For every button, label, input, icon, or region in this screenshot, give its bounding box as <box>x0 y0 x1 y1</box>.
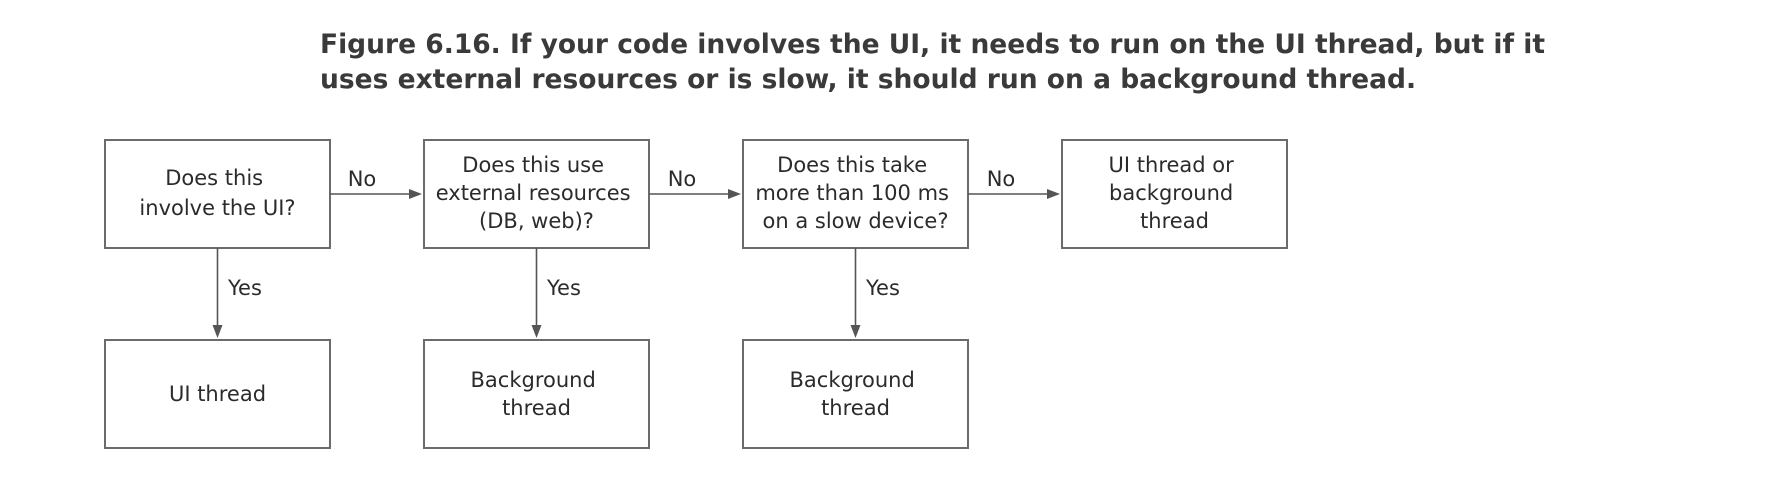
result-box-ui-or-background-line-3: thread <box>1140 209 1209 233</box>
decision-box-external-resources-text: Does this use external resources (DB, we… <box>436 153 638 233</box>
arrow-yes-2-head <box>531 325 542 338</box>
result-box-background-thread-1-text: Background thread <box>471 368 603 420</box>
arrow-no-1: No <box>330 167 422 199</box>
result-box-ui-or-background: UI thread or background thread <box>1061 139 1288 249</box>
arrow-no-1-head <box>409 189 422 199</box>
arrow-yes-1-label: Yes <box>227 276 262 300</box>
decision-box-external-resources-line-1: Does this use <box>462 153 604 177</box>
arrow-yes-2-label: Yes <box>546 276 581 300</box>
result-box-ui-or-background-line-2: background <box>1109 181 1233 205</box>
arrow-no-3: No <box>968 167 1060 199</box>
result-box-background-thread-1: Background thread <box>423 339 650 449</box>
result-box-background-thread-1-line-2: thread <box>502 396 571 420</box>
result-box-background-thread-2-text: Background thread <box>790 368 922 420</box>
result-box-background-thread-2: Background thread <box>742 339 969 449</box>
result-box-ui-thread: UI thread <box>104 339 331 449</box>
arrow-yes-1-head <box>212 325 223 338</box>
arrow-yes-3: Yes <box>850 248 900 338</box>
decision-box-external-resources-line-3: (DB, web)? <box>479 209 594 233</box>
result-box-ui-thread-line-1: UI thread <box>169 382 266 406</box>
arrow-no-3-label: No <box>987 167 1016 191</box>
result-box-background-thread-2-line-2: thread <box>821 396 890 420</box>
arrow-no-1-label: No <box>348 167 377 191</box>
result-box-background-thread-2-line-1: Background <box>790 368 915 392</box>
result-box-ui-or-background-line-1: UI thread or <box>1109 153 1235 177</box>
decision-box-slow-device: Does this take more than 100 ms on a slo… <box>742 139 969 249</box>
decision-box-slow-device-line-3: on a slow device? <box>763 209 949 233</box>
decision-box-external-resources: Does this use external resources (DB, we… <box>423 139 650 249</box>
result-box-background-thread-1-line-1: Background <box>471 368 596 392</box>
arrow-no-2-head <box>728 189 741 199</box>
decision-box-slow-device-text: Does this take more than 100 ms on a slo… <box>755 153 955 233</box>
result-box-ui-thread-text: UI thread <box>169 382 266 406</box>
arrow-yes-1: Yes <box>212 248 262 338</box>
arrow-no-3-head <box>1047 189 1060 199</box>
arrow-yes-3-head <box>850 325 861 338</box>
decision-box-external-resources-line-2: external resources <box>436 181 631 205</box>
arrow-yes-2: Yes <box>531 248 581 338</box>
result-box-ui-or-background-text: UI thread or background thread <box>1109 153 1241 233</box>
arrow-yes-3-label: Yes <box>865 276 900 300</box>
figure-caption: Figure 6.16. If your code involves the U… <box>320 29 1546 95</box>
decision-box-involves-ui-text: Does this involve the UI? <box>139 166 295 220</box>
arrow-no-2-label: No <box>668 167 697 191</box>
decision-box-slow-device-line-1: Does this take <box>777 153 927 177</box>
arrow-no-2: No <box>649 167 741 199</box>
decision-box-involves-ui-line-2: involve the UI? <box>139 196 295 220</box>
decision-box-involves-ui-line-1: Does this <box>165 166 263 190</box>
decision-box-slow-device-line-2: more than 100 ms <box>755 181 949 205</box>
decision-box-involves-ui: Does this involve the UI? <box>104 139 331 249</box>
